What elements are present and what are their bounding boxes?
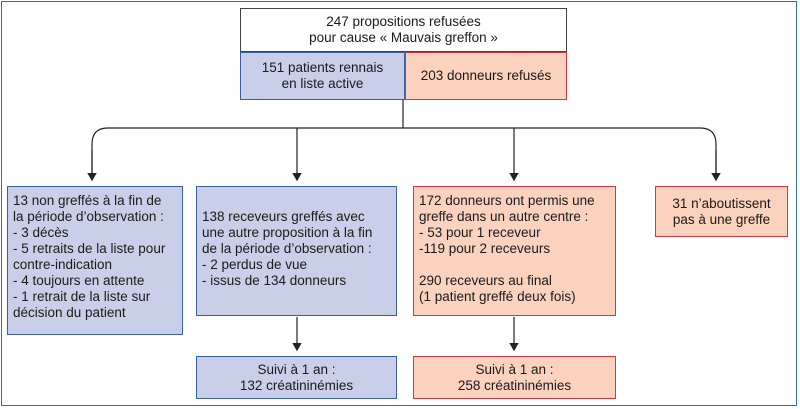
box-aboutissent-pas: 31 n’aboutissent pas à une greffe <box>655 186 788 237</box>
text-line: 151 patients rennais <box>261 60 384 75</box>
text-line: 203 donneurs refusés <box>420 68 552 83</box>
text-line: (1 patient greffé deux fois) <box>419 289 576 304</box>
text-line: décision du patient <box>13 305 126 320</box>
text-line: en liste active <box>281 76 364 91</box>
text-line: - 53 pour 1 receveur <box>419 225 541 240</box>
text-line: Suivi à 1 an : <box>257 361 336 377</box>
text-line: pas à une greffe <box>672 211 771 227</box>
text-line: de la période d’observation : <box>202 241 372 256</box>
text-line: pour cause « Mauvais greffon » <box>309 30 498 45</box>
box-receveurs-greffes: 138 receveurs greffés avec une autre pro… <box>196 186 397 316</box>
box-autre-centre: 172 donneurs ont permis une greffe dans … <box>413 186 616 316</box>
spacer <box>419 257 610 273</box>
text-line: une autre proposition à la fin <box>202 225 373 240</box>
text-line: 132 créatininémies <box>239 377 354 393</box>
text-line: - 2 perdus de vue <box>202 257 308 272</box>
text-line: 258 créatininémies <box>457 377 572 393</box>
text-line: - 3 décès <box>13 225 69 240</box>
text-line: 247 propositions refusées <box>326 14 481 29</box>
box-donneurs-refuses: 203 donneurs refusés <box>405 52 567 100</box>
box-patients-rennais: 151 patients rennais en liste active <box>240 52 405 100</box>
text-line: - issus de 134 donneurs <box>202 273 347 288</box>
text-line: - 1 retrait de la liste sur <box>13 289 151 304</box>
text-line: 138 receveurs greffés avec <box>202 209 365 224</box>
box-propositions-refusees: 247 propositions refusées pour cause « M… <box>240 8 567 52</box>
text-line: 13 non greffés à la fin de <box>13 193 162 208</box>
box-suivi-left: Suivi à 1 an : 132 créatininémies <box>196 356 397 399</box>
text-line: - 5 retraits de la liste pour <box>13 241 166 256</box>
text-line: greffe dans un autre centre : <box>419 209 589 224</box>
text-line: - 4 toujours en attente <box>13 273 145 288</box>
text-line: 31 n’aboutissent <box>672 195 771 211</box>
text-line: -119 pour 2 receveurs <box>419 241 551 256</box>
box-non-greffes: 13 non greffés à la fin de la période d’… <box>7 186 183 335</box>
text-line: Suivi à 1 an : <box>475 361 554 377</box>
box-suivi-right: Suivi à 1 an : 258 créatininémies <box>413 356 616 399</box>
text-line: 172 donneurs ont permis une <box>419 193 595 208</box>
text-line: la période d’observation : <box>13 209 164 224</box>
connector-bracket <box>91 127 717 176</box>
text-line: contre-indication <box>13 257 113 272</box>
text-line: 290 receveurs au final <box>419 273 552 288</box>
